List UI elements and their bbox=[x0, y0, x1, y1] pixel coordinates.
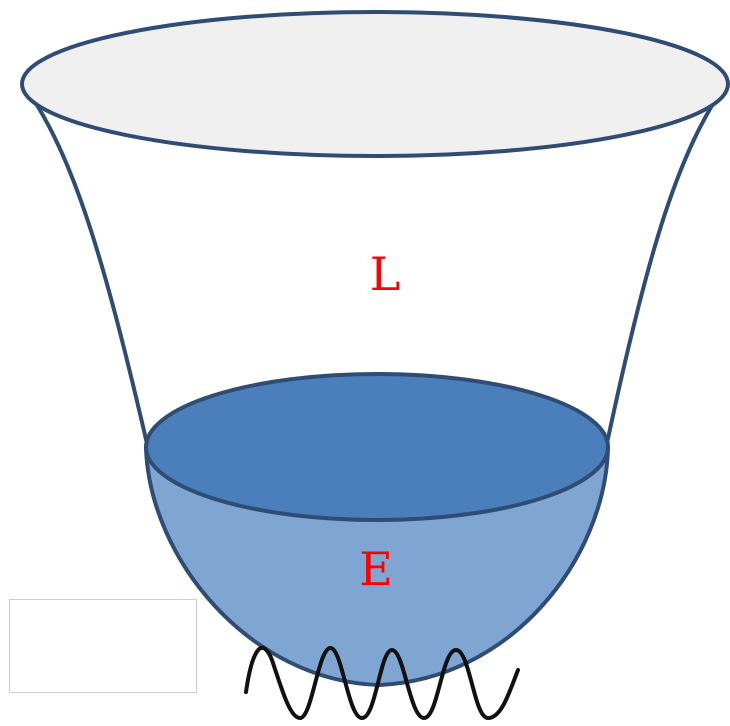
funnel-body bbox=[22, 82, 727, 448]
heat-wave bbox=[244, 645, 520, 721]
label-e: E bbox=[359, 542, 393, 596]
funnel-rim bbox=[20, 10, 730, 158]
liquid-surface bbox=[144, 372, 610, 522]
funnel-left-wall bbox=[20, 80, 150, 449]
funnel-right-wall bbox=[604, 80, 729, 449]
blank-box bbox=[9, 599, 197, 693]
label-l: L bbox=[370, 247, 401, 301]
